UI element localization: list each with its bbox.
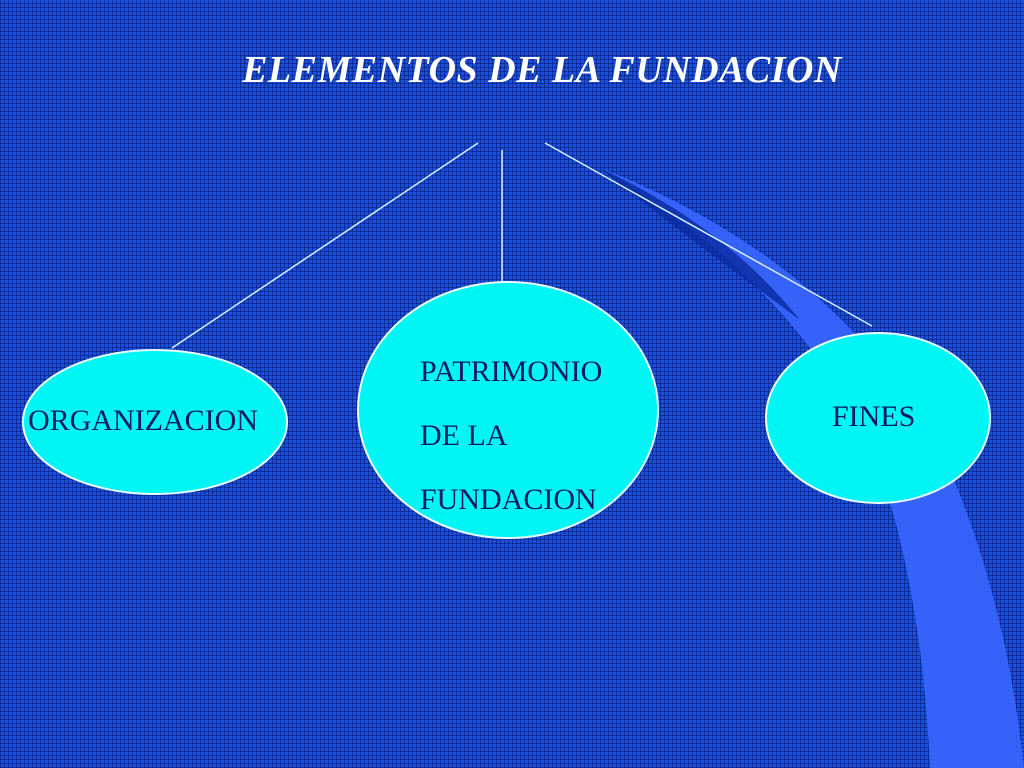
connector-organizacion	[171, 142, 479, 349]
node-label-fines: FINES	[832, 400, 916, 433]
connector-fines	[544, 142, 873, 327]
node-patrimonio	[357, 281, 659, 539]
node-label-patrimonio-line3: FUNDACION	[420, 483, 597, 516]
node-label-organizacion: ORGANIZACION	[28, 404, 258, 437]
node-label-patrimonio-line1: PATRIMONIO	[420, 355, 603, 388]
node-label-patrimonio: PATRIMONIO DE LA FUNDACION	[420, 340, 602, 532]
node-label-patrimonio-line2: DE LA	[420, 419, 508, 452]
node-fines	[765, 332, 991, 504]
page-title: ELEMENTOS DE LA FUNDACION	[242, 49, 842, 91]
node-organizacion	[22, 349, 288, 495]
decorative-swoosh-shadow	[600, 168, 800, 320]
decorative-swoosh	[600, 168, 1024, 768]
